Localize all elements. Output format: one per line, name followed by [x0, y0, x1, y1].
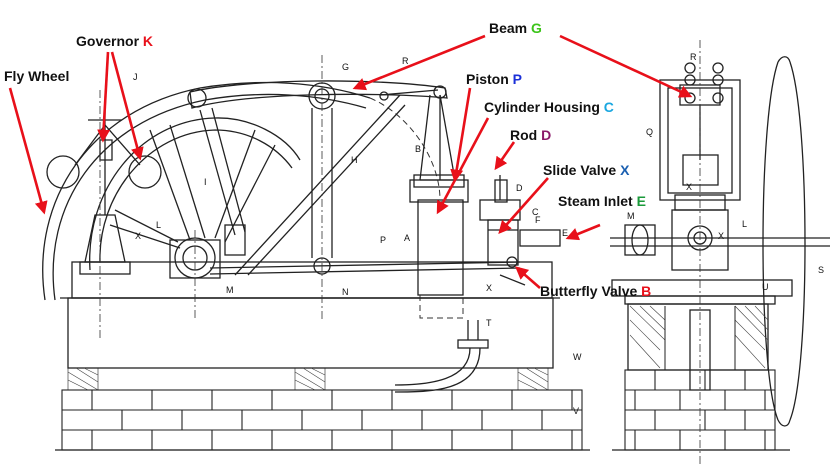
part-label: X — [718, 231, 724, 241]
part-label: T — [486, 318, 492, 328]
arrow-butterfly — [515, 266, 541, 289]
part-label: E — [562, 228, 568, 238]
governor-ball-right — [128, 155, 162, 189]
callout-piston: Piston P — [466, 71, 522, 87]
arrow-governor-right — [110, 51, 144, 161]
part-label: U — [762, 282, 769, 292]
part-label: I — [204, 177, 207, 187]
part-label: C — [532, 207, 539, 217]
part-letter-labels: J G R H B I L X M N P A D C F E X T W V … — [133, 52, 824, 416]
part-label: J — [133, 72, 138, 82]
arrow-beam-left — [352, 34, 486, 91]
callout-rod: Rod D — [510, 127, 551, 143]
annotation-arrows — [8, 34, 693, 289]
callout-labels: Governor K Fly Wheel Beam G Piston P Cyl… — [4, 20, 651, 299]
arrow-piston — [450, 87, 472, 183]
part-label: N — [342, 287, 349, 297]
callout-slide-valve: Slide Valve X — [543, 162, 630, 178]
side-elevation-drawing — [42, 55, 590, 451]
cylinder — [409, 179, 469, 203]
arrow-cylinder — [436, 117, 490, 215]
part-label: B — [415, 144, 421, 154]
arrow-rod — [494, 141, 516, 171]
part-label: G — [342, 62, 349, 72]
part-label: X — [486, 283, 492, 293]
brick-base — [55, 389, 590, 451]
part-label: D — [516, 183, 523, 193]
part-label: F — [535, 215, 541, 225]
flywheel-side — [762, 61, 806, 421]
beam-column-frame — [419, 94, 456, 181]
callout-cylinder-housing: Cylinder Housing C — [484, 99, 614, 115]
governor-ball-left — [46, 155, 80, 189]
part-label: M — [226, 285, 234, 295]
part-label: R — [402, 56, 409, 66]
part-label: X — [135, 231, 141, 241]
foundation — [67, 297, 554, 369]
callout-beam: Beam G — [489, 20, 542, 36]
part-label: A — [404, 233, 410, 243]
part-label: P — [380, 235, 386, 245]
arrow-beam-right — [559, 34, 693, 98]
callout-steam-inlet: Steam Inlet E — [558, 193, 646, 209]
arrow-steam-inlet — [565, 223, 601, 241]
part-label: H — [351, 155, 358, 165]
part-label: S — [818, 265, 824, 275]
arrow-slide-valve — [498, 177, 549, 234]
arrow-governor-left — [97, 51, 111, 143]
callout-flywheel: Fly Wheel — [4, 68, 69, 84]
part-label: W — [573, 352, 582, 362]
callout-butterfly-valve: Butterfly Valve B — [540, 283, 651, 299]
arrow-flywheel — [8, 87, 48, 215]
beam — [189, 80, 448, 109]
part-label: L — [156, 220, 161, 230]
part-label: L — [742, 219, 747, 229]
flywheel-rim — [42, 81, 371, 301]
part-label: X — [686, 182, 692, 192]
part-label: Q — [646, 127, 653, 137]
end-elevation-drawing — [610, 40, 830, 465]
part-label: R — [690, 52, 697, 62]
callout-governor: Governor K — [76, 33, 153, 49]
part-label: V — [573, 406, 579, 416]
part-label: M — [627, 211, 635, 221]
